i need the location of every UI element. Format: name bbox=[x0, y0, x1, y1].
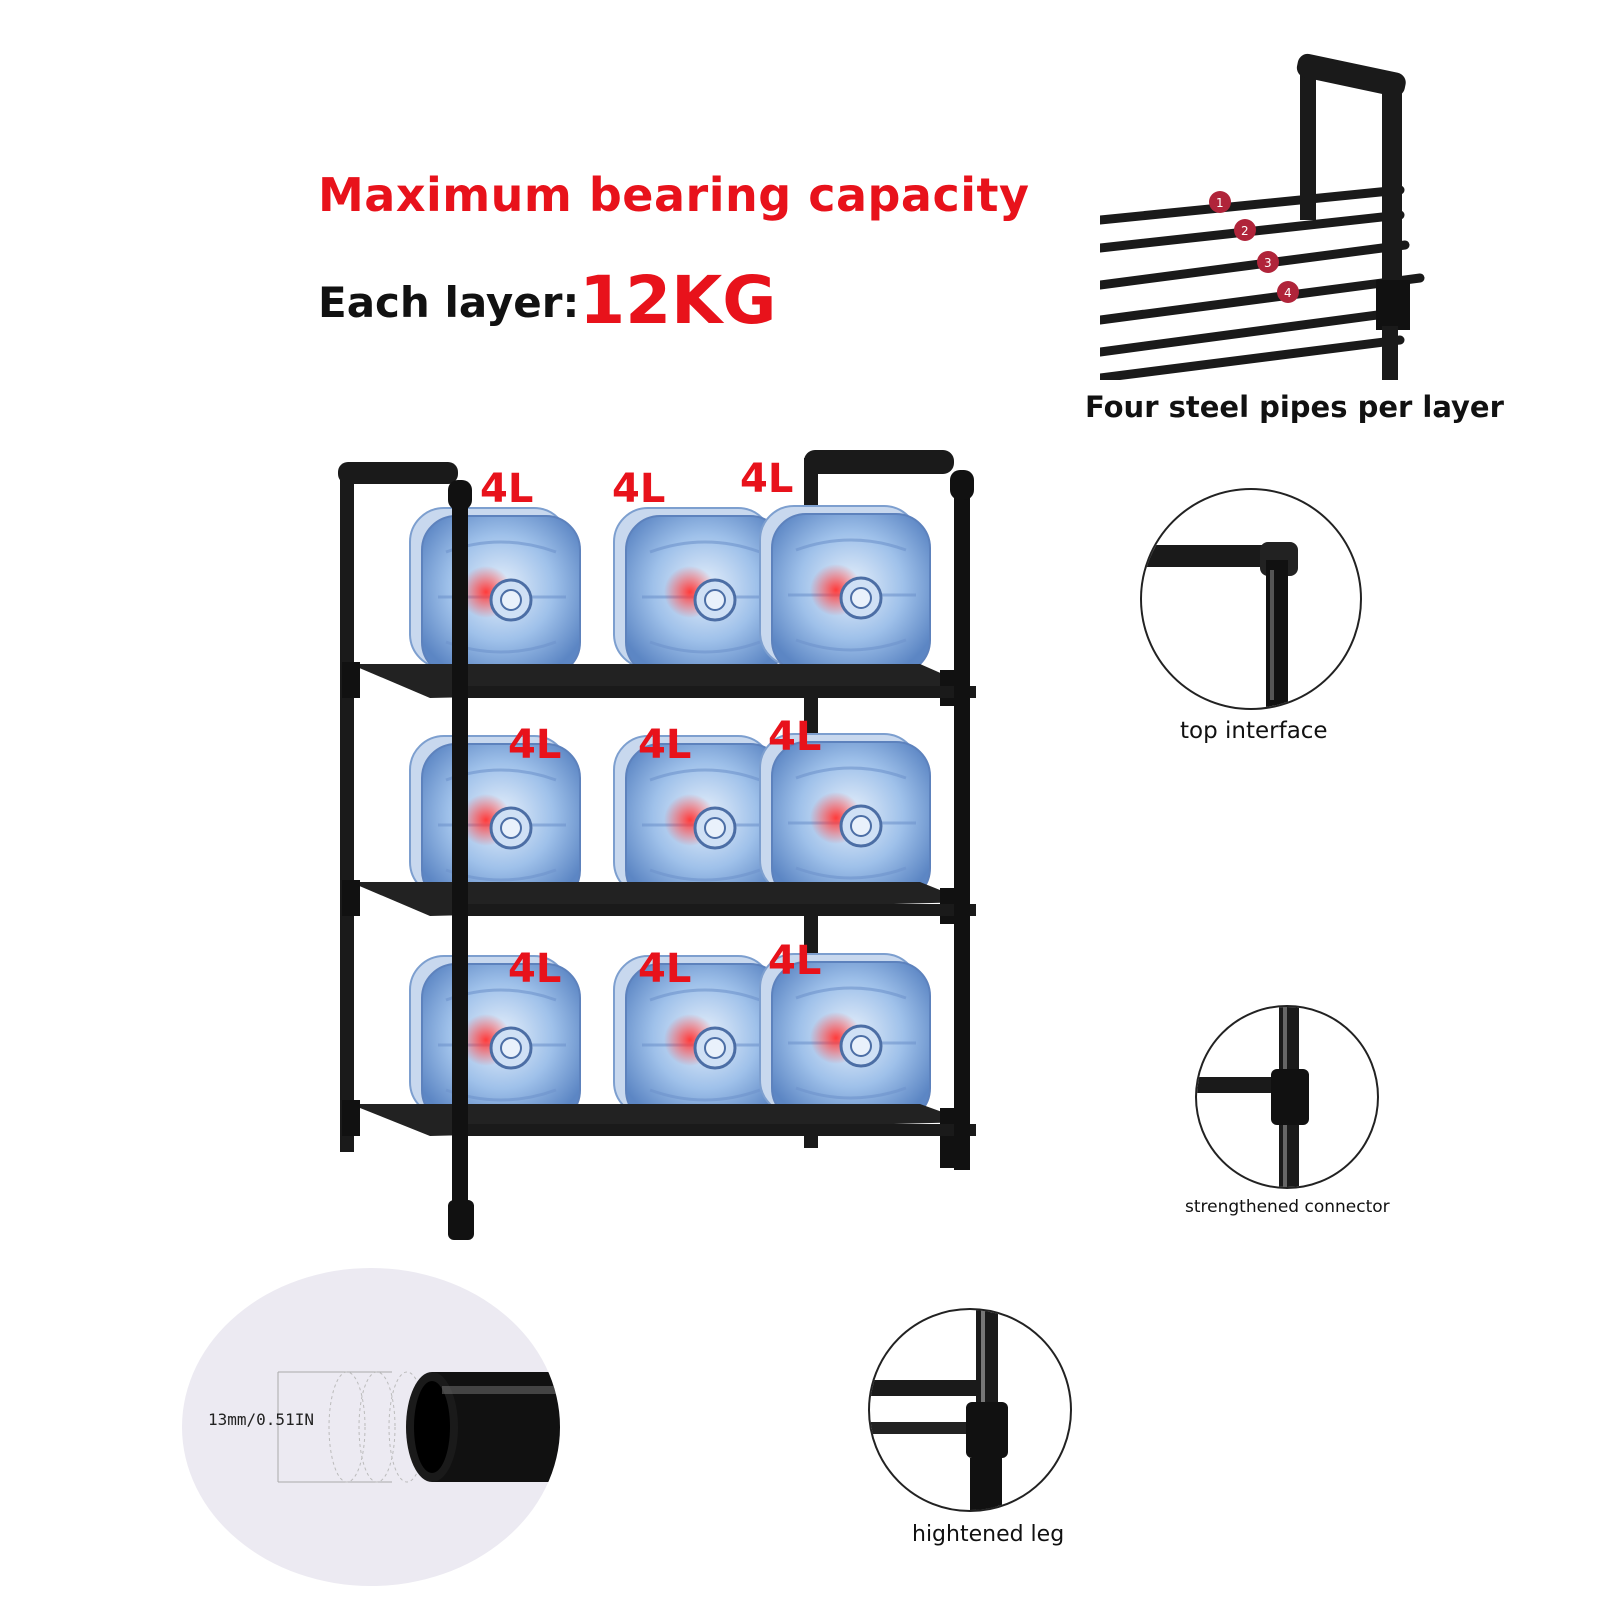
bottle-label: 4L bbox=[768, 714, 821, 760]
rack-illustration: 4L 4L 4L 4L 4L 4L 4L 4L 4L bbox=[338, 450, 976, 1240]
caption-pipe-size: 13mm/0.51IN bbox=[208, 1410, 314, 1429]
caption-pipes: Four steel pipes per layer bbox=[1085, 390, 1504, 424]
capacity-value: 12KG bbox=[579, 262, 777, 339]
connector-detail bbox=[1195, 1005, 1379, 1189]
bottle-label: 4L bbox=[612, 466, 665, 512]
pipe-number: 2 bbox=[1241, 224, 1249, 238]
bottle-label: 4L bbox=[638, 946, 691, 992]
pipe-number: 1 bbox=[1216, 196, 1224, 210]
bottle-label: 4L bbox=[508, 946, 561, 992]
capacity-line: Each layer:12KG bbox=[318, 262, 776, 339]
bottle-label: 4L bbox=[740, 456, 793, 502]
caption-connector: strengthened connector bbox=[1185, 1197, 1390, 1217]
top-interface-detail bbox=[1140, 488, 1362, 710]
pipe-number: 3 bbox=[1264, 256, 1272, 270]
pipe-diameter-detail bbox=[182, 1268, 560, 1586]
bottle-label: 4L bbox=[508, 722, 561, 768]
pipes-detail: 1 2 3 4 bbox=[1100, 53, 1425, 380]
caption-leg: hightened leg bbox=[912, 1522, 1065, 1547]
bottle-label: 4L bbox=[480, 466, 533, 512]
bottle-label: 4L bbox=[638, 722, 691, 768]
caption-top-interface: top interface bbox=[1180, 718, 1328, 744]
bottle-label: 4L bbox=[768, 938, 821, 984]
capacity-prefix: Each layer: bbox=[318, 278, 580, 327]
leg-detail bbox=[868, 1308, 1072, 1512]
headline: Maximum bearing capacity bbox=[318, 168, 1030, 222]
pipe-number: 4 bbox=[1284, 286, 1292, 300]
